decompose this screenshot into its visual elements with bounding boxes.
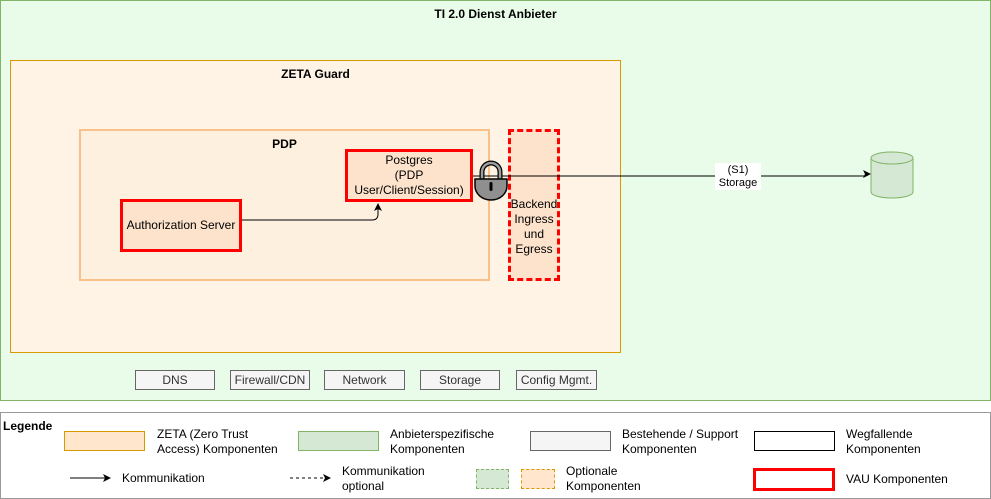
legend-label-line: Access) Komponenten	[157, 442, 278, 456]
storage-edge-label: (S1) Storage	[715, 163, 761, 190]
backend-label-line: Backend	[510, 197, 558, 211]
postgres-label-line: User/Client/Session)	[354, 183, 464, 197]
edge-postgres-to-storage	[473, 170, 871, 178]
legend-label-line: Optionale	[566, 464, 618, 478]
zeta-guard-title: ZETA Guard	[281, 67, 350, 81]
legend-label-line: Komponenten	[846, 442, 921, 456]
legend-label-line: Bestehende / Support	[622, 427, 739, 441]
support-config-mgmt[interactable]: Config Mgmt.	[516, 370, 597, 390]
legend-swatch-support	[530, 431, 611, 451]
storage-edge-label-line: (S1)	[727, 163, 749, 176]
legend-label-line: Komponenten	[566, 479, 641, 493]
legend-label-line: Komponenten	[622, 442, 697, 456]
lock-icon	[474, 160, 508, 201]
support-storage-label: Storage	[438, 373, 482, 387]
legend-swatch-anbieter	[298, 431, 379, 451]
authorization-server-label: Authorization Server	[126, 218, 236, 232]
postgres-label-line: (PDP	[394, 168, 424, 182]
support-firewall-cdn-label: Firewall/CDN	[234, 373, 306, 387]
legend-label-anbieter: Anbieterspezifische Komponenten	[390, 427, 494, 457]
provider-title: TI 2.0 Dienst Anbieter	[434, 7, 557, 21]
legend-label-optional: Optionale Komponenten	[566, 464, 641, 494]
support-dns-label: DNS	[162, 373, 188, 387]
legend-swatch-optional-orange	[521, 469, 555, 489]
edge-authz-to-postgres	[242, 203, 382, 221]
legend-label-support: Bestehende / Support Komponenten	[622, 427, 738, 457]
support-network-label: Network	[342, 373, 387, 387]
legend-label-line: Komponenten	[390, 442, 465, 456]
support-dns[interactable]: DNS	[135, 370, 215, 390]
legend-label-line: Wegfallende	[846, 427, 913, 441]
legend-label-wegfallend: Wegfallende Komponenten	[846, 427, 921, 457]
postgres-label-line: Postgres	[385, 153, 433, 167]
legend-label-zeta: ZETA (Zero Trust Access) Komponenten	[157, 427, 278, 457]
legend-label-kommunikation-optional: Kommunikation optional	[342, 464, 425, 494]
support-firewall-cdn[interactable]: Firewall/CDN	[230, 370, 310, 390]
legend-swatch-optional-green	[476, 469, 509, 489]
backend-ingress-egress-node[interactable]: Backend Ingress und Egress	[508, 129, 560, 281]
backend-label-line: Ingress	[514, 212, 554, 226]
legend-label-line: ZETA (Zero Trust	[157, 427, 249, 441]
storage-edge-label-line: Storage	[718, 176, 758, 189]
legend-label-vau: VAU Komponenten	[846, 472, 948, 486]
support-config-mgmt-label: Config Mgmt.	[520, 373, 593, 387]
legend-label-line: Kommunikation	[342, 464, 425, 478]
legend-label-line: Anbieterspezifische	[390, 427, 495, 441]
backend-label-line: und	[523, 227, 545, 241]
legend-label-line: optional	[342, 479, 385, 493]
pdp-title: PDP	[272, 137, 297, 151]
legend-swatch-vau	[753, 468, 835, 491]
legend-swatch-zeta	[64, 431, 145, 451]
legend-label-kommunikation: Kommunikation	[122, 471, 205, 485]
support-storage[interactable]: Storage	[420, 370, 500, 390]
backend-label-line: Egress	[515, 242, 553, 256]
legend-swatch-wegfallend	[754, 431, 835, 451]
storage-database-icon	[870, 151, 914, 199]
postgres-node[interactable]: Postgres (PDP User/Client/Session)	[345, 149, 473, 202]
authorization-server-node[interactable]: Authorization Server	[120, 199, 242, 252]
support-network[interactable]: Network	[324, 370, 405, 390]
legend-title: Legende	[3, 419, 53, 433]
